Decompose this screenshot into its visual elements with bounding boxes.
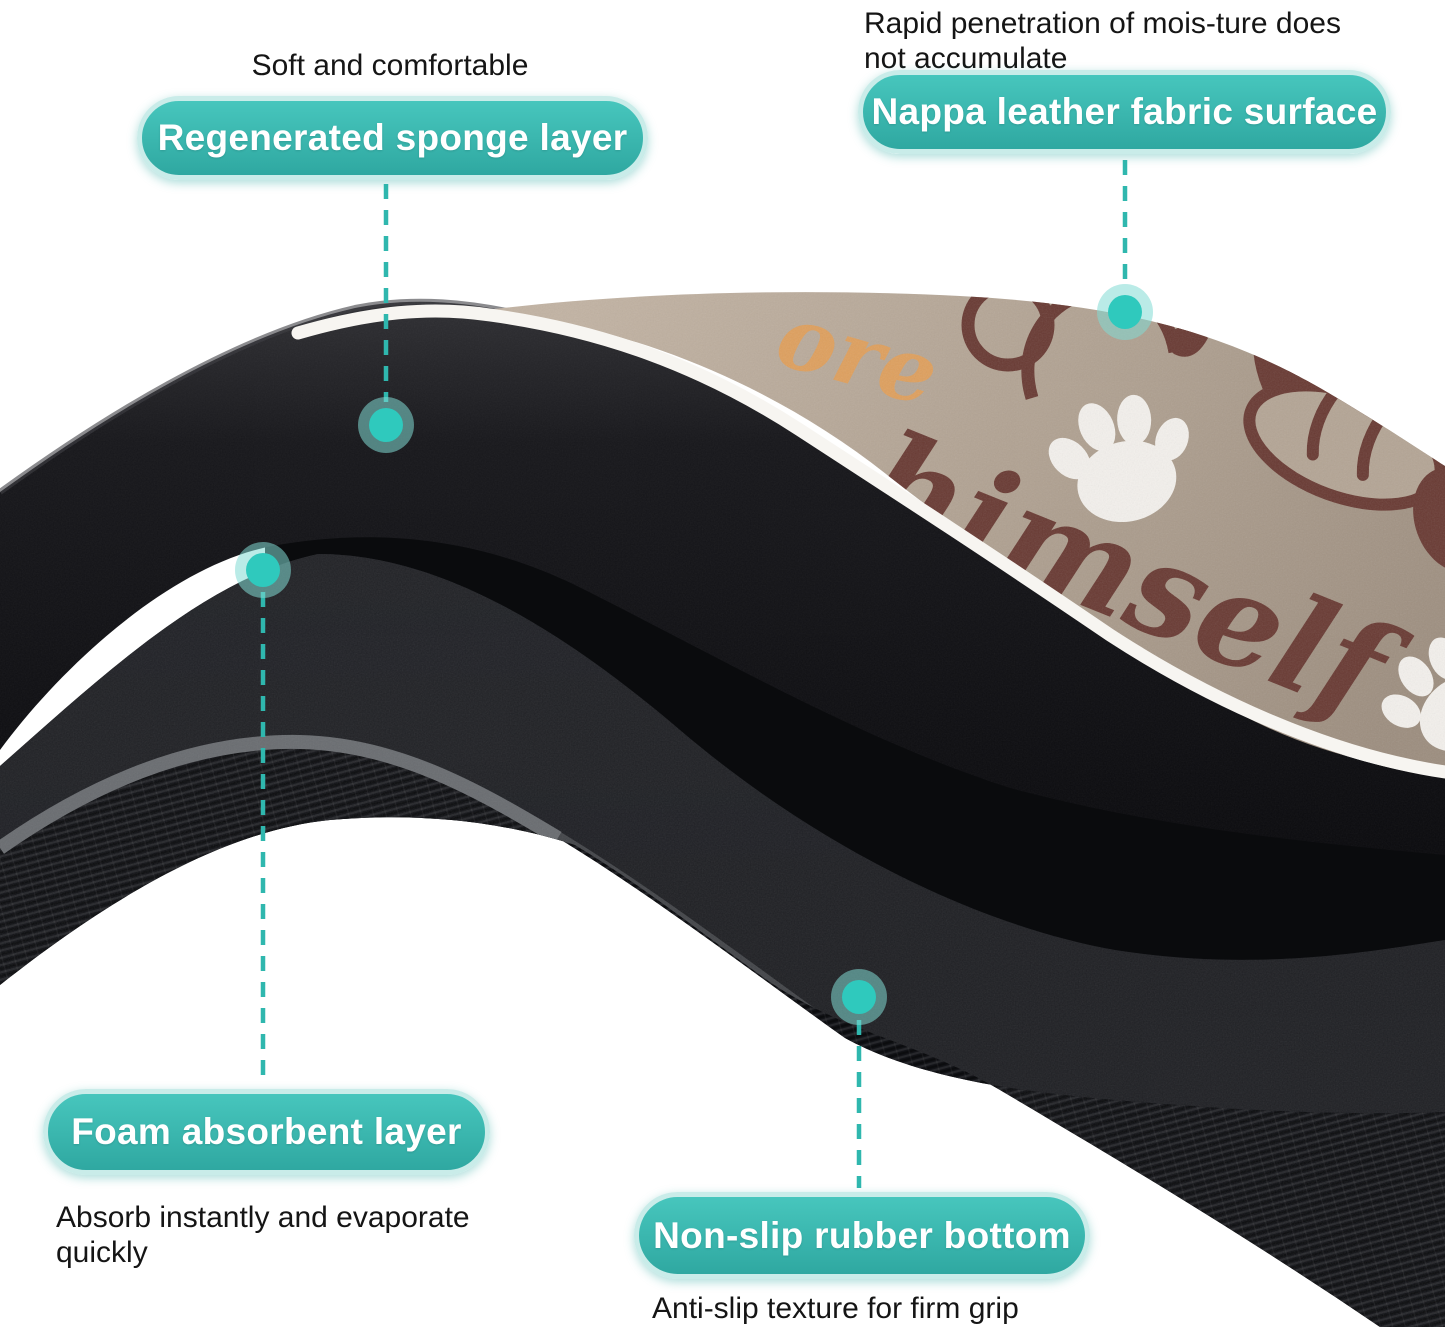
- caption-nappa-line1: Rapid penetration of mois-ture does: [864, 7, 1341, 40]
- marker-sponge: [358, 397, 414, 453]
- pill-sponge-label: Regenerated sponge layer: [157, 117, 628, 158]
- caption-nappa-line2: not accumulate: [864, 42, 1068, 75]
- pill-nappa-label: Nappa leather fabric surface: [871, 91, 1378, 132]
- pill-rubber: Non-slip rubber bottom: [634, 1192, 1090, 1279]
- mat-shadow-gap: [265, 510, 1445, 993]
- pill-foam: Foam absorbent layer: [43, 1089, 490, 1175]
- callout-lines: [260, 160, 1128, 1188]
- callout-markers: [235, 284, 1153, 1025]
- caption-foam: Absorb instantly and evaporate quickly: [56, 1200, 470, 1270]
- caption-foam-line2: quickly: [56, 1236, 148, 1269]
- caption-nappa: Rapid penetration of mois-ture does not …: [864, 6, 1341, 76]
- marker-nappa: [1097, 284, 1153, 340]
- marker-foam: [235, 542, 291, 598]
- marker-rubber: [831, 969, 887, 1025]
- pill-rubber-label: Non-slip rubber bottom: [653, 1214, 1071, 1256]
- caption-rubber: Anti-slip texture for firm grip: [652, 1292, 1019, 1325]
- surface-edge-stripe: [291, 304, 1445, 779]
- pill-sponge: Regenerated sponge layer: [137, 96, 648, 180]
- caption-sponge: Soft and comfortable: [251, 49, 529, 82]
- pill-nappa: Nappa leather fabric surface: [858, 70, 1391, 154]
- caption-foam-line1: Absorb instantly and evaporate: [56, 1201, 470, 1234]
- dog-ear-ring: [1284, 312, 1344, 372]
- pill-foam-label: Foam absorbent layer: [71, 1111, 462, 1152]
